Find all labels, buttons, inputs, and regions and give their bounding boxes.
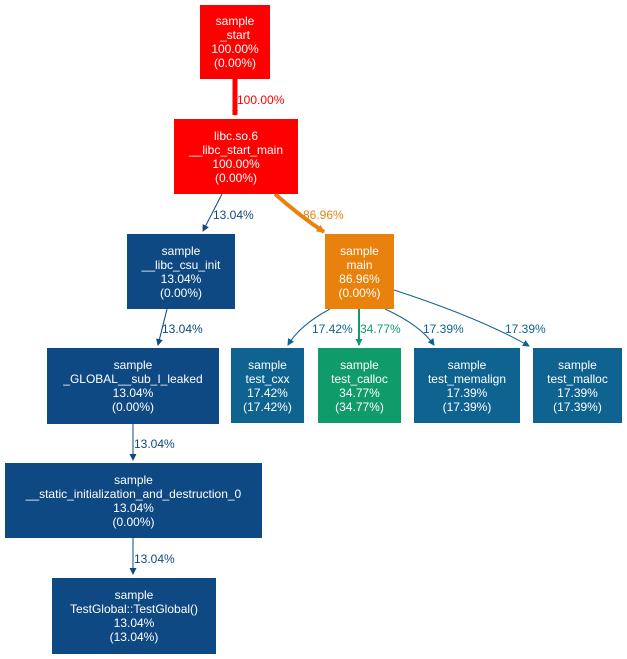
edge-label-libc-to-main: 86.96% [303,208,344,222]
edge-main-to-malloc [393,289,530,347]
node-module-label: sample [558,357,597,372]
edge-label-main-to-memalign: 17.39% [423,322,464,336]
node-symbol-label: test_calloc [331,371,388,386]
node-total-percent: 13.04% [113,500,154,515]
node-self-percent: (0.00%) [338,285,381,300]
node-total-percent: 17.42% [247,385,288,400]
node-symbol-label: main [346,257,373,272]
node-libc-start-main[interactable]: libc.so.6 __libc_start_main 100.00% (0.0… [174,119,298,194]
node-symbol-label: test_malloc [547,371,608,386]
edge-label-main-to-malloc: 17.39% [505,322,546,336]
edge-label-libc-to-csu: 13.04% [213,208,254,222]
edge-label-main-to-cxx: 17.42% [312,322,353,336]
node-symbol-label: test_memalign [427,371,507,386]
node-test-calloc[interactable]: sample test_calloc 34.77% (34.77%) [318,348,401,423]
node-self-percent: (17.39%) [553,399,602,414]
node-start[interactable]: sample _start 100.00% (0.00%) [200,5,270,79]
node-module-label: sample [447,357,487,372]
node-module-label: sample [340,243,379,258]
node-symbol-label: _GLOBAL__sub_I_leaked [63,372,203,386]
node-module-label: sample [248,357,287,372]
edge-main-to-cxx [287,308,331,346]
node-test-malloc[interactable]: sample test_malloc 17.39% (17.39%) [533,348,622,423]
node-total-percent: 17.39% [557,385,598,400]
node-symbol-label: TestGlobal::TestGlobal() [69,602,199,616]
node-libc-csu-init[interactable]: sample __libc_csu_init 13.04% (0.00%) [127,234,235,309]
node-module-label: sample [114,588,154,602]
node-total-percent: 13.04% [112,386,154,400]
node-total-percent: 86.96% [339,271,380,286]
node-total-percent: 17.39% [446,385,488,400]
node-symbol-label: __libc_start_main [188,142,284,157]
edge-libc-to-main [273,192,326,234]
edge-label-csu-to-global: 13.04% [162,322,203,336]
node-module-label: libc.so.6 [213,128,259,143]
node-symbol-label: _start [219,28,250,42]
node-self-percent: (0.00%) [112,514,155,529]
node-self-percent: (13.04%) [109,630,159,644]
node-module-label: sample [340,357,379,372]
node-self-percent: (0.00%) [111,400,155,414]
node-test-memalign[interactable]: sample test_memalign 17.39% (17.39%) [414,348,520,423]
edge-csu-to-global [156,308,168,346]
node-total-percent: 13.04% [113,616,155,630]
node-self-percent: (0.00%) [159,285,203,300]
edge-label-start-to-libc: 100.00% [237,93,285,107]
node-module-label: sample [114,472,153,487]
node-self-percent: (34.77%) [335,399,384,414]
node-main[interactable]: sample main 86.96% (0.00%) [325,234,394,309]
edge-label-global-to-static: 13.04% [134,437,175,451]
node-symbol-label: test_cxx [245,371,290,386]
node-testglobal[interactable]: sample TestGlobal::TestGlobal() 13.04% (… [52,578,216,654]
edge-libc-to-csu [202,193,223,232]
node-static-init[interactable]: sample __static_initialization_and_destr… [5,463,262,538]
node-total-percent: 34.77% [339,385,380,400]
node-symbol-label: __libc_csu_init [141,257,221,272]
node-total-percent: 100.00% [212,156,260,171]
node-module-label: sample [161,243,201,258]
edge-label-static-to-testglobal: 13.04% [134,552,175,566]
node-total-percent: 13.04% [160,271,202,286]
node-test-cxx[interactable]: sample test_cxx 17.42% (17.42%) [231,348,304,423]
node-self-percent: (0.00%) [214,170,258,185]
node-self-percent: (17.39%) [442,399,492,414]
node-module-label: sample [113,358,153,372]
edge-label-main-to-calloc: 34.77% [360,322,401,336]
node-module-label: sample [215,14,255,28]
node-self-percent: (17.42%) [243,399,292,414]
node-self-percent: (0.00%) [213,56,257,70]
node-total-percent: 100.00% [211,42,259,56]
node-global-sub-leaked[interactable]: sample _GLOBAL__sub_I_leaked 13.04% (0.0… [47,348,219,424]
edge-main-to-memalign [384,308,435,346]
node-symbol-label: __static_initialization_and_destruction_… [25,486,242,501]
